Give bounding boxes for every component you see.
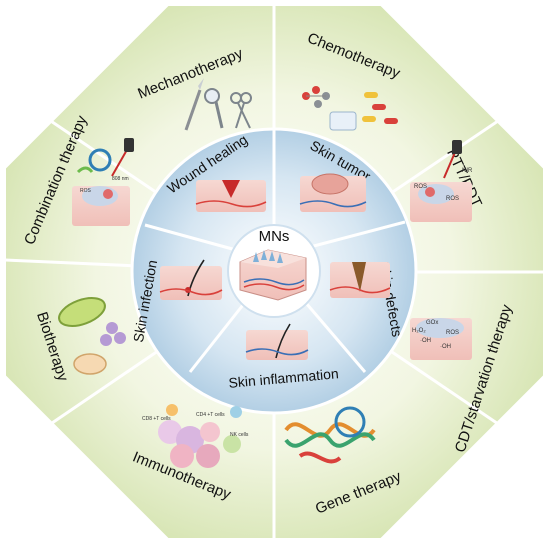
dna-helix-icon — [284, 406, 376, 464]
label-nir: NIR — [462, 168, 473, 174]
label-cd4: CD4 +T cells — [196, 412, 225, 418]
surgical-tools-icon — [184, 78, 252, 131]
combination-skin-illustration: 808 nm ROS — [72, 138, 134, 226]
label-ros-cdt: ROS — [446, 330, 459, 336]
tumor-skin-illustration — [299, 173, 367, 212]
label-oh-1: ·OH — [420, 338, 431, 344]
center-label: MNs — [259, 228, 290, 245]
label-nk: NK cells — [230, 432, 249, 438]
bacteria-cells-icon — [58, 297, 126, 375]
ptt-skin-illustration: NIR ROS ROS — [410, 140, 473, 222]
label-808nm: 808 nm — [112, 176, 129, 182]
wound-skin-illustration — [195, 180, 267, 212]
label-cd8: CD8 +T cells — [142, 416, 171, 422]
label-ros-combo: ROS — [80, 188, 92, 194]
label-ros-ptt-2: ROS — [446, 196, 459, 202]
label-h2o2: H₂O₂ — [412, 328, 426, 334]
label-ros-ptt-1: ROS — [414, 184, 427, 190]
inner-dividers — [144, 130, 406, 373]
immune-cells-icon: CD8 +T cells CD4 +T cells NK cells — [142, 404, 249, 468]
chemo-drug-icon — [302, 86, 398, 131]
defects-skin-illustration — [329, 262, 391, 298]
infection-skin-illustration — [159, 259, 223, 300]
center-mn-patch-icon — [239, 249, 307, 301]
label-gox: GOx — [426, 320, 438, 326]
cdt-skin-illustration: GOx H₂O₂ ROS ·OH ·OH — [410, 318, 472, 360]
inflammation-skin-illustration — [245, 323, 309, 360]
label-oh-2: ·OH — [440, 344, 451, 350]
